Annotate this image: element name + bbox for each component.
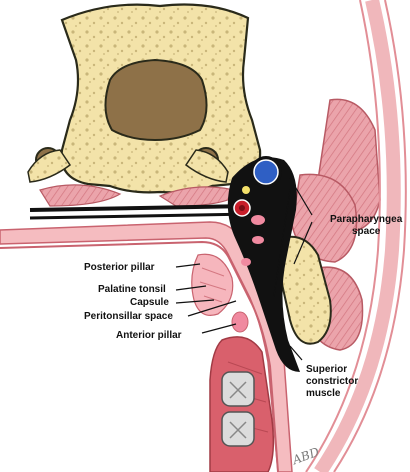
vagus-nerve [242, 186, 250, 194]
label-superior-constrictor-line2: constrictor [306, 376, 358, 387]
label-anterior-pillar: Anterior pillar [116, 330, 182, 341]
label-palatine-tonsil: Palatine tonsil [98, 284, 166, 295]
label-capsule: Capsule [130, 297, 169, 308]
cervical-vertebra [28, 5, 260, 193]
artist-signature: ABD [290, 445, 322, 468]
prevertebral-fascia [30, 206, 252, 218]
internal-jugular-vein [254, 160, 278, 184]
label-peritonsillar-space: Peritonsillar space [84, 311, 173, 322]
label-parapharyngeal-space-line1: Parapharyngea [330, 214, 403, 225]
label-superior-constrictor-line3: muscle [306, 388, 341, 399]
palatine-tonsil-shape [192, 254, 233, 315]
anterior-pillar-shape [232, 312, 248, 332]
label-superior-constrictor-line1: Superior [306, 364, 347, 375]
label-parapharyngeal-space-line2: space [352, 226, 381, 237]
label-posterior-pillar: Posterior pillar [84, 262, 155, 273]
